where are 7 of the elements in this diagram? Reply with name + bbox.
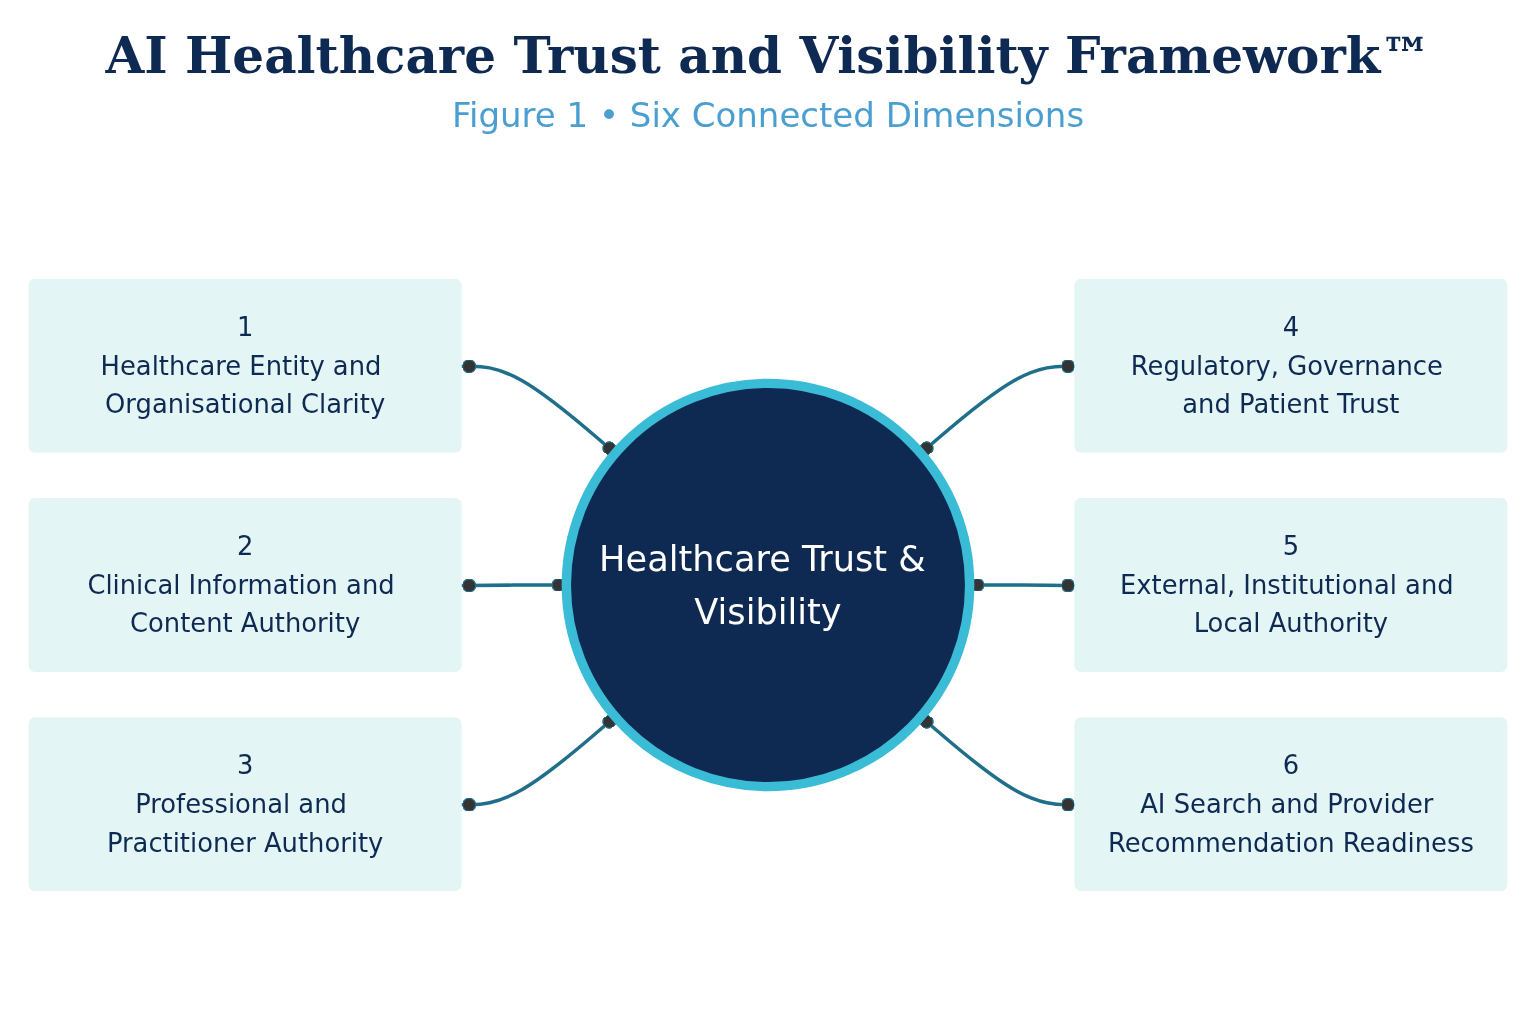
subtitle: Figure 1 • Six Connected Dimensions	[451, 95, 1085, 135]
connector	[461, 714, 617, 812]
connector	[461, 359, 617, 456]
connector	[919, 359, 1076, 456]
connector	[919, 714, 1076, 812]
node-circle: Healthcare Trust & Visibility	[561, 378, 975, 792]
title: AI Healthcare Trust and Visibility Framework™	[104, 26, 1432, 85]
